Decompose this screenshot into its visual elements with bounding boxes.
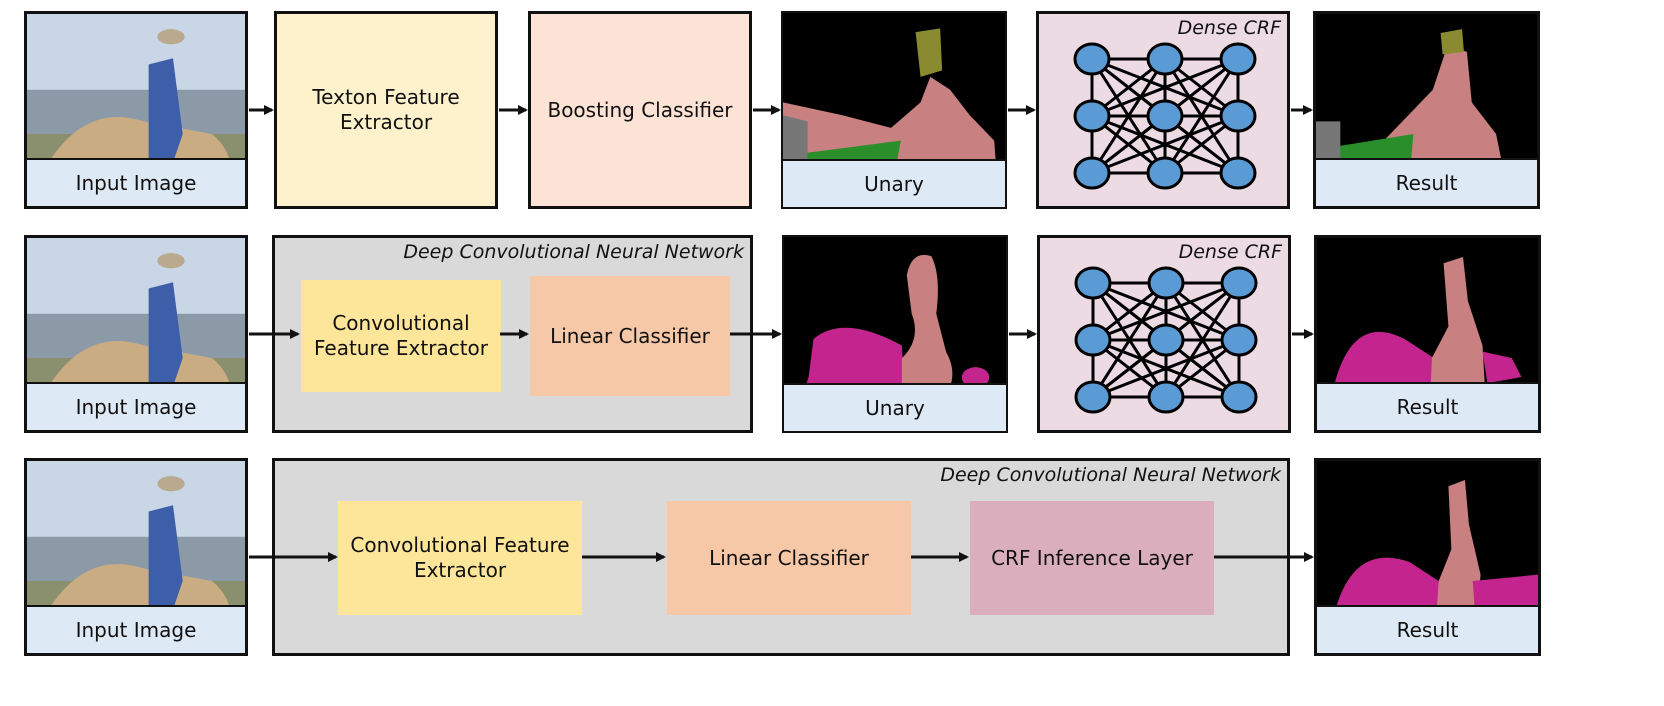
row1-dense-crf-panel: Dense CRF (1036, 11, 1290, 209)
convolutional-feature-extractor: Convolutional Feature Extractor (301, 280, 501, 392)
row3-result-panel: Result (1314, 458, 1541, 656)
row2-input-image-panel: Input Image (24, 235, 248, 433)
cnn-title: Deep Convolutional Neural Network (403, 241, 744, 263)
result-caption: Result (1317, 382, 1538, 430)
convolutional-feature-extractor: Convolutional Feature Extractor (338, 501, 582, 615)
cnn-title: Deep Convolutional Neural Network (940, 464, 1281, 486)
row3-cnn-panel: Deep Convolutional Neural Network Convol… (272, 458, 1290, 656)
linear-classifier: Linear Classifier (667, 501, 911, 615)
unary-caption: Unary (783, 159, 1005, 207)
input-image-caption: Input Image (27, 158, 245, 206)
dense-crf-title: Dense CRF (1178, 241, 1282, 263)
row1-input-image-panel: Input Image (24, 11, 248, 209)
crf-inference-layer: CRF Inference Layer (970, 501, 1214, 615)
boosting-classifier: Boosting Classifier (528, 11, 752, 209)
row2-dense-crf-panel: Dense CRF (1037, 235, 1291, 433)
row1-result-panel: Result (1313, 11, 1540, 209)
crf-graph-icon (1074, 266, 1258, 414)
row2-result-panel: Result (1314, 235, 1541, 433)
input-image-caption: Input Image (27, 382, 245, 430)
result-caption: Result (1317, 605, 1538, 653)
result-caption: Result (1316, 158, 1537, 206)
unary-caption: Unary (784, 383, 1006, 431)
input-image-caption: Input Image (27, 605, 245, 653)
dense-crf-title: Dense CRF (1177, 17, 1281, 39)
linear-classifier: Linear Classifier (530, 276, 730, 396)
texton-feature-extractor: Texton Feature Extractor (274, 11, 498, 209)
row3-input-image-panel: Input Image (24, 458, 248, 656)
row1-unary-panel: Unary (781, 11, 1007, 209)
row2-unary-panel: Unary (782, 235, 1008, 433)
crf-graph-icon (1073, 42, 1257, 190)
row2-cnn-panel: Deep Convolutional Neural Network Convol… (272, 235, 753, 433)
